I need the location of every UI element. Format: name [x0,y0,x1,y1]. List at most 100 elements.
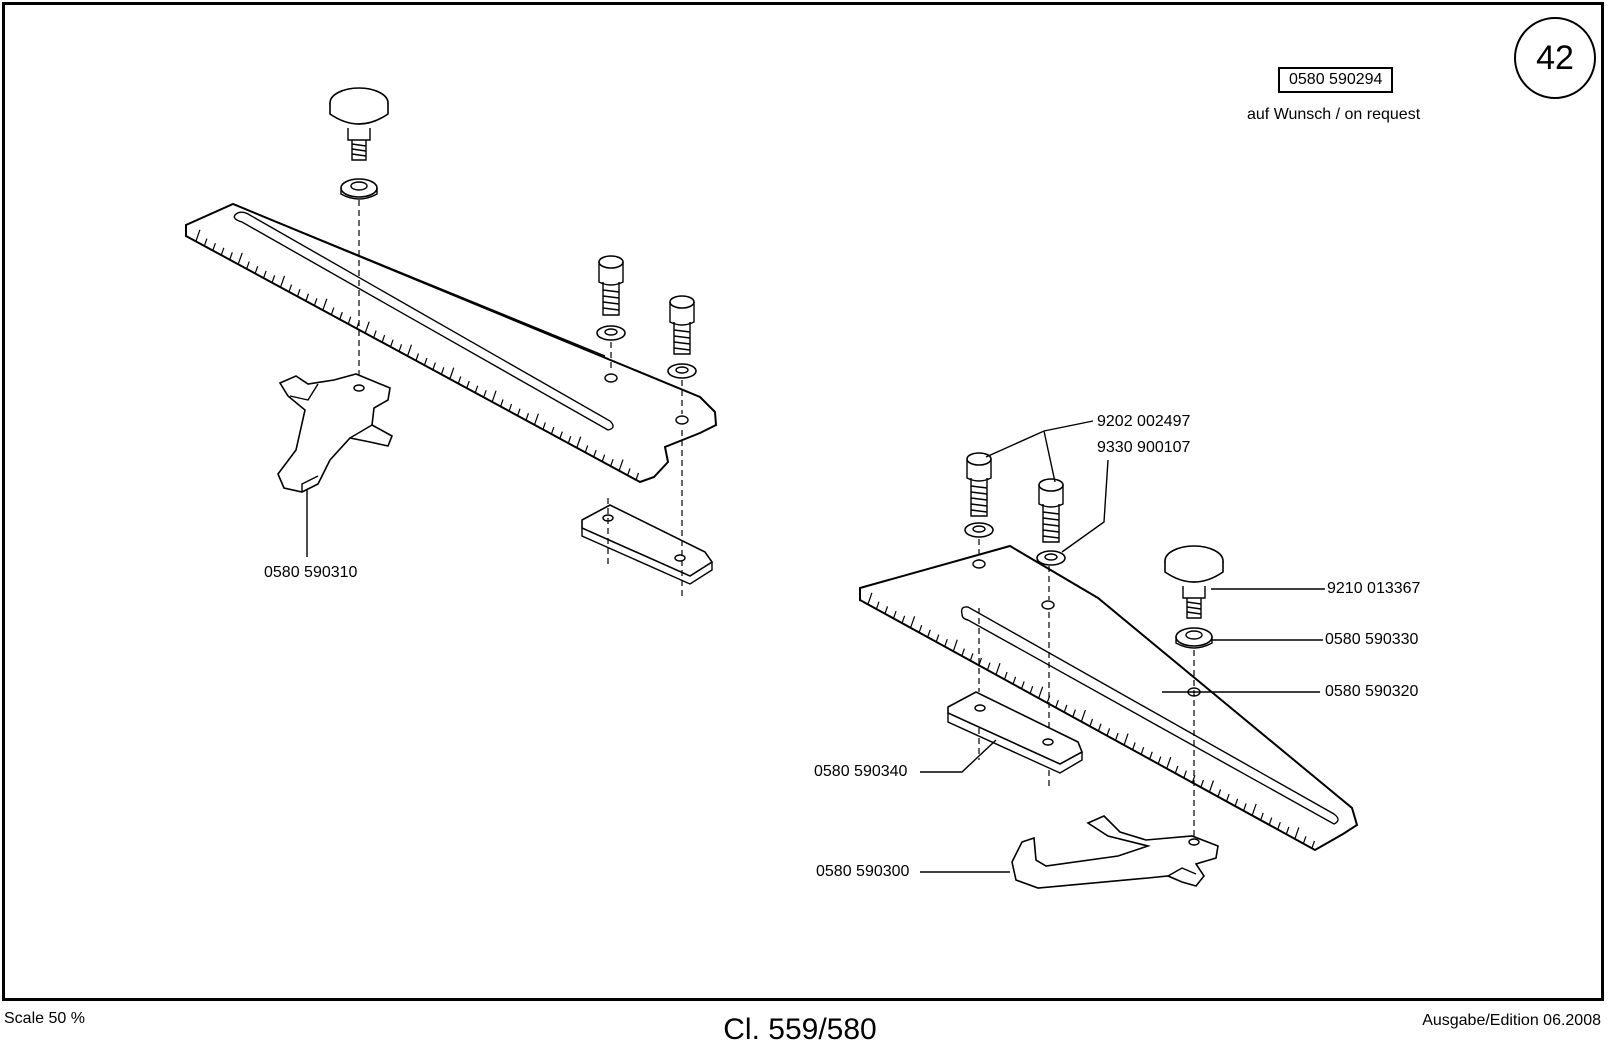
scale-tick [1064,705,1066,712]
scale-tick [1013,677,1015,684]
callout-9330-900107: 9330 900107 [1097,439,1190,457]
scale-tick [374,331,376,338]
scale-tick [1303,836,1305,843]
scale-tick [365,322,369,333]
scale-tick [1218,789,1220,796]
scale-tick [945,639,947,646]
left-thumb-screw [330,88,388,160]
scale-tick [911,616,915,627]
scale-tick [1278,822,1280,829]
scale-tick [213,243,215,250]
model-title: Cl. 559/580 [700,1013,900,1047]
scale-tick [526,413,528,420]
callout-0580-590300: 0580 590300 [816,863,909,881]
scale-tick [928,630,930,637]
scale-tick [636,473,638,480]
left-thumb-washer [341,179,377,199]
scale-tick [1261,813,1263,820]
scale-tick [1184,771,1186,778]
scale-tick [424,358,426,365]
scale-tick [416,354,418,361]
scale-tick [962,649,964,656]
scale-tick [331,308,333,315]
scale-tick [408,345,412,356]
scale-tick [306,294,308,301]
scale-tick [902,616,904,623]
on-request-note: auf Wunsch / on request [1247,106,1420,124]
scale-tick [1039,687,1043,698]
scale-tick [560,432,562,439]
callout-0580-590320: 0580 590320 [1325,683,1418,701]
scale-tick [1124,734,1128,745]
scale-tick [450,368,454,379]
scale-tick [1295,827,1299,838]
scale-tick [509,404,511,411]
scale-tick [221,248,223,255]
scale-tick [996,663,1000,674]
edition-label: Ausgabe/Edition 06.2008 [1422,1012,1601,1030]
scale-tick [204,239,206,246]
scale-tick [594,450,596,457]
scale-tick [1227,794,1229,801]
scale-tick [551,427,553,434]
scale-tick [272,275,274,282]
scale-tick [1167,757,1171,768]
scale-tick [568,436,570,443]
scale-tick [1286,827,1288,834]
scale-tick [196,230,200,241]
left-assembly [186,88,716,600]
scale-tick [1030,686,1032,693]
scale-tick [382,335,384,342]
scale-tick [1269,818,1271,825]
scale-tick [1099,724,1101,731]
scale-tick [323,299,327,310]
scale-tick [619,460,623,471]
scale-tick [1133,742,1135,749]
leader-lines [920,421,1325,872]
scale-tick [1090,719,1092,726]
scale-tick [238,253,242,264]
scale-tick [1312,841,1314,848]
scale-tick [441,367,443,374]
scale-tick [458,376,460,383]
scale-tick [399,344,401,351]
scale-tick [492,391,496,402]
scale-tick [230,252,232,259]
scale-tick [534,414,538,425]
left-screw-2 [668,296,696,414]
right-edge-hook [1012,816,1218,888]
scale-tick [289,285,291,292]
right-thumb-washer [1176,628,1212,648]
scale-tick [868,593,872,604]
left-guide-plate [186,204,716,482]
scale-tick [1175,766,1177,773]
scale-tick [518,409,520,416]
scale-tick [585,445,587,452]
scale-tick [953,640,957,651]
scale-tick [501,399,503,406]
left-scale-ticks [196,230,638,480]
callout-9202-002497: 9202 002497 [1097,413,1190,431]
left-edge-hook [278,374,392,492]
scale-tick [433,363,435,370]
scale-tick [1252,804,1256,815]
scale-tick [348,317,350,324]
page-number-badge: 42 [1514,17,1596,99]
scale-tick [314,298,316,305]
scale-tick [247,262,249,269]
right-spacer-block [948,608,1082,790]
scale-tick [877,602,879,609]
scale-tick [970,653,972,660]
right-thumb-screw [1165,546,1223,618]
scale-tick [611,459,613,466]
scale-tick [1244,803,1246,810]
scale-tick [1005,672,1007,679]
scale-tick [543,422,545,429]
scale-tick [255,266,257,273]
callout-0580-590340: 0580 590340 [814,763,907,781]
scale-tick [919,625,921,632]
callout-0580-590330: 0580 590330 [1325,631,1418,649]
scale-tick [894,611,896,618]
scale-tick [281,276,285,287]
